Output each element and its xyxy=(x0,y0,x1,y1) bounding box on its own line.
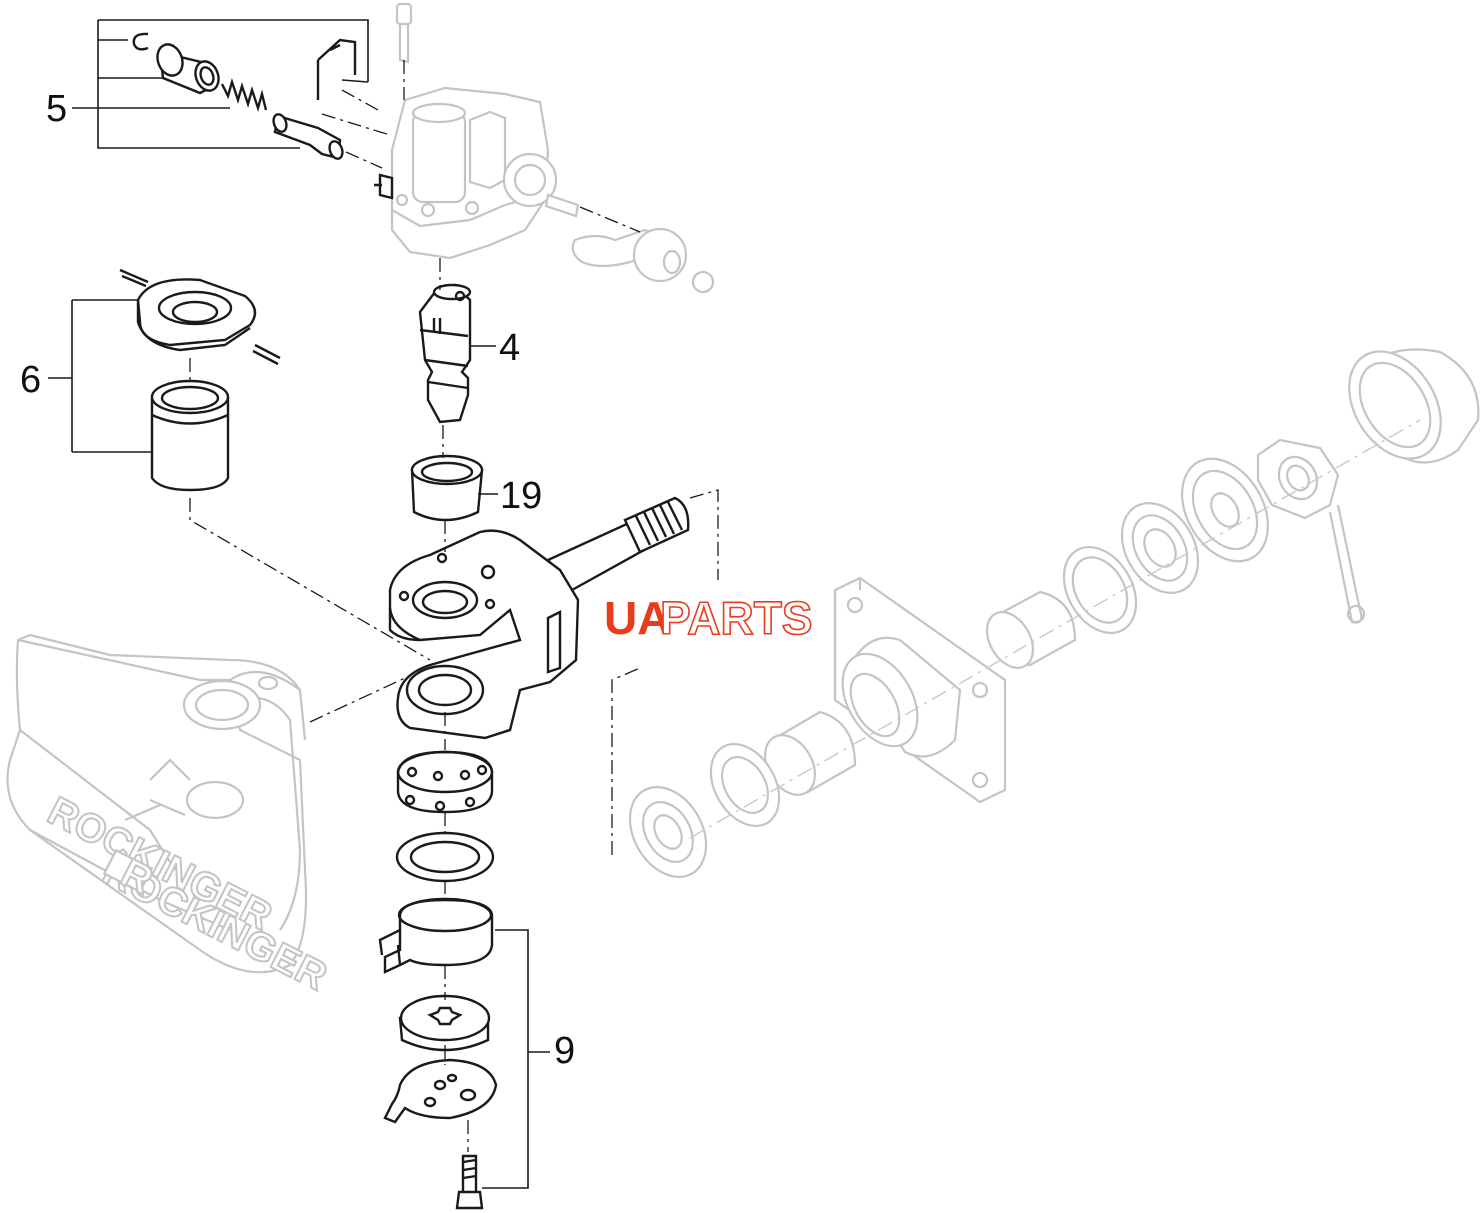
washer-right-1-ghost xyxy=(1181,457,1269,563)
callout-5: 5 xyxy=(46,88,67,130)
callout-bracket-5 xyxy=(72,19,369,149)
callout-19: 19 xyxy=(500,475,542,517)
cam-disc-part xyxy=(398,994,491,1052)
callout-9: 9 xyxy=(554,1030,575,1072)
seal-left-ghost xyxy=(628,785,708,879)
flat-washer-part xyxy=(395,831,495,883)
spring-part xyxy=(220,77,268,113)
castle-nut-ghost xyxy=(1256,438,1340,520)
seal-right-ghost xyxy=(1120,501,1200,595)
handle-lever-ghost xyxy=(544,193,715,294)
callout-4: 4 xyxy=(499,327,520,369)
sleeve-part xyxy=(156,43,220,95)
hex-bolt-part xyxy=(455,1154,484,1210)
clamp-ring-part xyxy=(378,897,494,974)
bush-right-ghost xyxy=(985,590,1077,669)
end-cap-ghost xyxy=(1348,348,1480,464)
small-screw-part xyxy=(374,173,394,200)
uaparts-watermark: UA PARTS xyxy=(604,591,813,645)
assembly-centerlines xyxy=(189,60,719,1152)
king-pin-part-4 xyxy=(418,283,472,424)
indicator-plate-part xyxy=(383,1058,498,1124)
ball-bearing-part xyxy=(396,750,494,814)
washer-right-2-ghost xyxy=(1062,545,1138,635)
callout-bracket-6 xyxy=(48,299,152,453)
watermark-parts: PARTS xyxy=(660,592,813,644)
washer-left-ghost xyxy=(709,742,781,828)
split-pin-ghost xyxy=(1328,504,1366,624)
bolt-pin-part xyxy=(272,113,344,160)
retaining-plate-part xyxy=(119,268,281,366)
callout-6: 6 xyxy=(20,359,41,401)
watermark-ua: UA xyxy=(604,592,670,644)
callout-bracket-9 xyxy=(482,929,550,1189)
coupling-housing-ghost xyxy=(390,86,558,260)
mounting-flange-ghost xyxy=(833,576,1007,804)
u-staple-part xyxy=(316,38,357,100)
screw-top-part xyxy=(395,2,413,64)
circlip-part xyxy=(132,32,149,51)
bush-part-19 xyxy=(410,454,484,522)
coupling-jaw-ghost: ROCKINGER ROCKINGER R xyxy=(6,633,335,1000)
bushing-6-part xyxy=(150,379,230,492)
